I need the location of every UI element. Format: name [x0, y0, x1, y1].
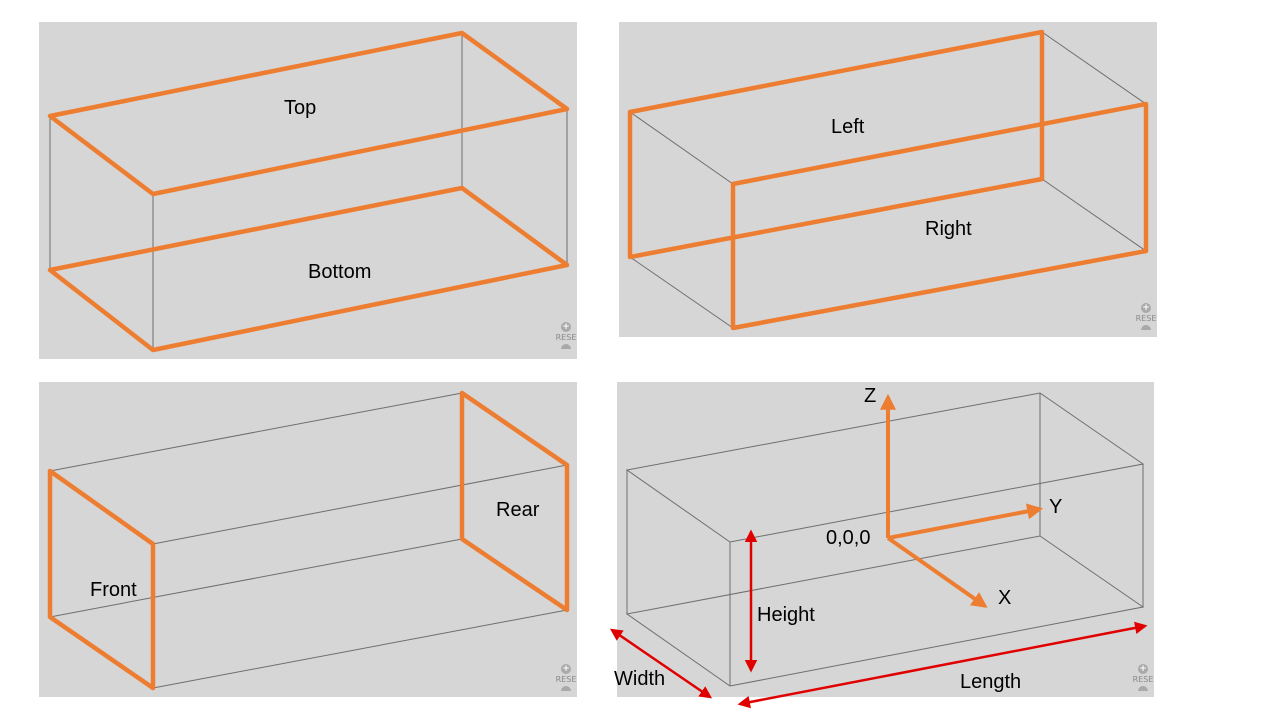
reset-button[interactable]: RESE — [555, 333, 577, 342]
panel-top-bottom: Top Bottom + RESE — [39, 22, 577, 359]
front-label: Front — [90, 579, 137, 601]
bottom-face-outline — [47, 185, 570, 353]
zoom-out-icon[interactable] — [561, 686, 571, 691]
front-face-outline — [47, 468, 156, 691]
top-face-outline — [47, 30, 570, 197]
zoom-in-icon[interactable]: + — [561, 664, 571, 674]
top-label: Top — [284, 97, 317, 119]
box-wireframe-top-bottom — [47, 30, 570, 353]
left-face-outline — [627, 29, 1045, 260]
box-wireframe-left-right — [627, 29, 1149, 331]
zoom-control[interactable]: + RESE — [555, 322, 577, 349]
origin-label: 0,0,0 — [826, 527, 871, 549]
right-face-outline — [730, 101, 1149, 331]
z-axis-label: Z — [864, 385, 877, 407]
bottom-label: Bottom — [308, 261, 372, 283]
x-axis-label: X — [998, 587, 1012, 609]
zoom-out-icon[interactable] — [561, 344, 571, 349]
box-wireframe-front-rear — [47, 390, 570, 691]
right-label: Right — [925, 218, 972, 240]
zoom-control[interactable]: + RESE — [555, 664, 577, 691]
width-dimension-arrow — [609, 628, 713, 699]
zoom-control[interactable]: + RESE — [1135, 303, 1157, 330]
y-axis-arrow — [887, 503, 1044, 540]
panel-front-rear: Front Rear + RESE — [39, 382, 577, 697]
left-label: Left — [831, 116, 865, 138]
width-label: Width — [614, 668, 666, 690]
height-label: Height — [757, 604, 815, 626]
rear-label: Rear — [496, 499, 540, 521]
length-label: Length — [960, 671, 1022, 693]
zoom-in-icon[interactable]: + — [561, 322, 571, 332]
reset-button[interactable]: RESE — [1135, 314, 1157, 323]
zoom-out-icon[interactable] — [1141, 325, 1151, 330]
panel-left-right: Left Right + RESE — [619, 22, 1157, 337]
x-axis-arrow — [886, 536, 988, 608]
length-dimension-arrow — [737, 621, 1148, 709]
zoom-in-icon[interactable]: + — [1141, 303, 1151, 313]
y-axis-label: Y — [1049, 496, 1063, 518]
reset-button[interactable]: RESE — [555, 675, 577, 684]
rear-face-outline — [459, 390, 570, 613]
